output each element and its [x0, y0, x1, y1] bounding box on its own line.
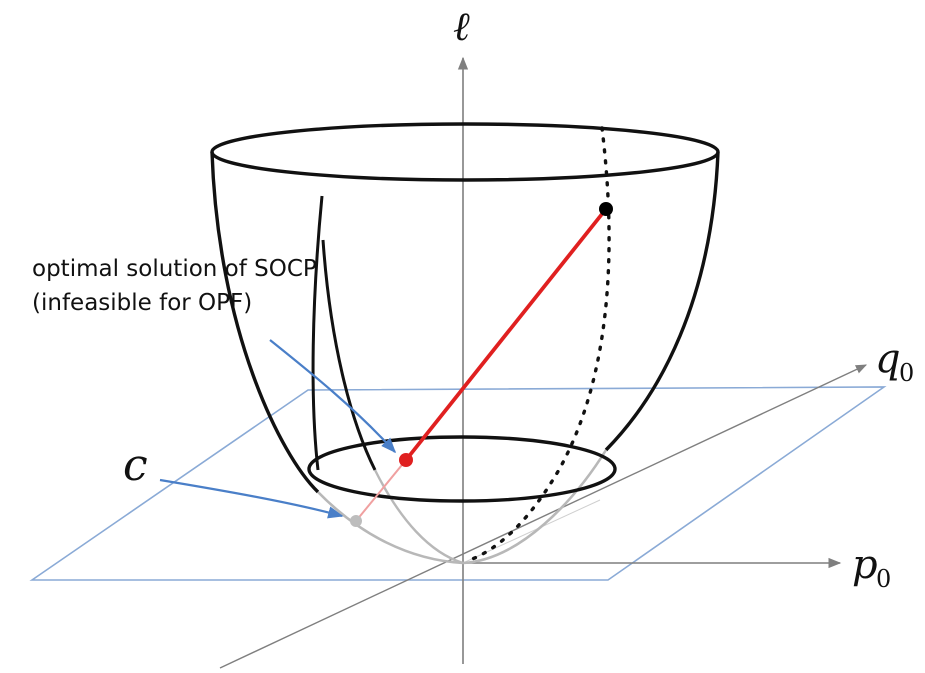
socp-segment-hidden: [355, 459, 407, 522]
bowl-cross-section: [307, 435, 617, 503]
bowl-lower-right: [462, 449, 608, 565]
annotation-arrow: [269, 339, 397, 454]
q0-label-sub: 0: [899, 359, 914, 387]
socp-optimal-point: [399, 453, 413, 467]
socp-segment: [404, 207, 608, 462]
bowl-left-wall: [210, 151, 320, 494]
l-axis-label: ℓ: [453, 4, 470, 50]
feasibility-plane: [29, 386, 887, 581]
bowl-inner-curve-1: [311, 195, 324, 471]
q0-axis: [219, 364, 868, 669]
p0-axis-label: p 0: [852, 542, 891, 593]
q0-label-main: q: [875, 336, 901, 382]
bowl-inner-curve-2: [321, 239, 377, 471]
dotted-surface-curve: [468, 126, 611, 562]
boundary-point: [599, 202, 613, 216]
point-c: [350, 515, 362, 527]
socp-annotation: optimal solution of SOCP (infeasible for…: [32, 252, 317, 320]
p0-label-main: p: [852, 542, 878, 588]
point-c-label: c: [123, 440, 148, 491]
annotation-line-2: (infeasible for OPF): [32, 290, 253, 316]
bowl-inner-curve-2-lower: [373, 469, 464, 565]
bowl-top-rim: [210, 122, 720, 182]
q0-axis-label: q 0: [875, 336, 914, 387]
c-arrow: [159, 478, 344, 519]
bowl-right-wall: [604, 151, 720, 452]
annotation-line-1: optimal solution of SOCP: [32, 256, 317, 282]
p0-label-sub: 0: [876, 565, 891, 593]
